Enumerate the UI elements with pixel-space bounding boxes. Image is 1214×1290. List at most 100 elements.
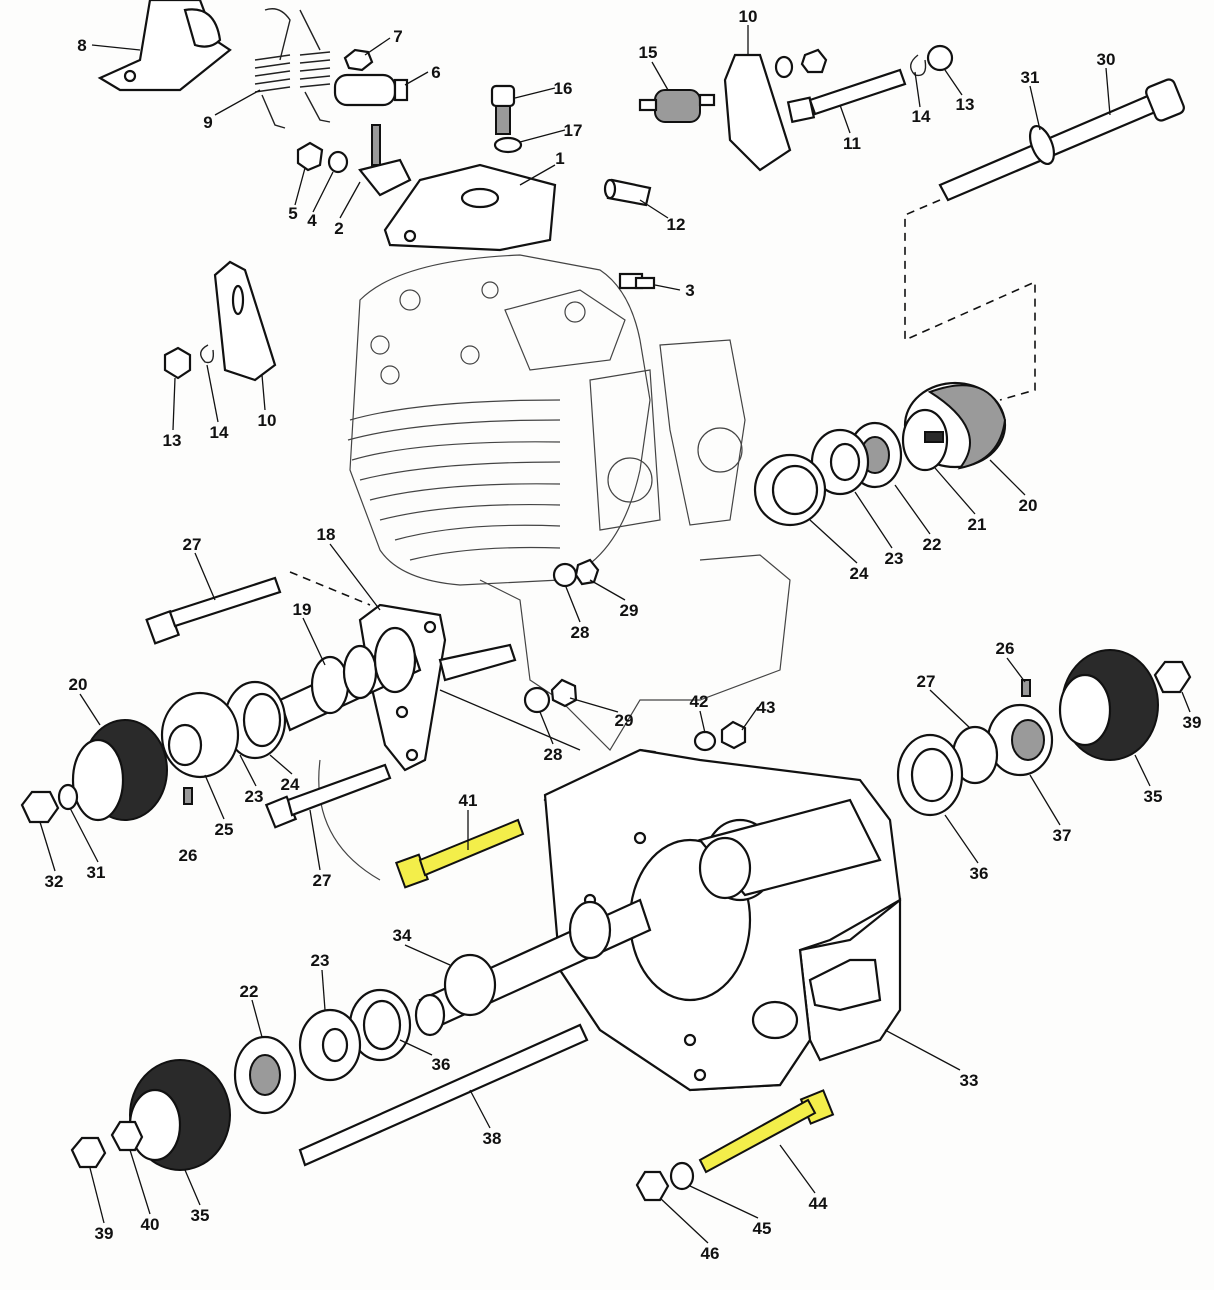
label: 15 [639,43,658,62]
label: 28 [571,623,590,642]
part-24-cup [753,453,827,527]
dashed-alignment-line-left [289,571,371,606]
label: 22 [923,535,942,554]
label: 21 [968,515,987,534]
label: 26 [179,846,198,865]
part-30-long-bolt [938,78,1185,202]
part-12-spacer [603,178,652,207]
label: 2 [334,219,343,238]
part-8-bracket [97,0,232,92]
part-42-washer [693,730,717,752]
label: 24 [850,564,869,583]
part-26-grub-screw [183,787,193,805]
part-10-plate-top [723,53,792,172]
part-34-pivot-shaft [414,898,652,1037]
label: 23 [245,787,264,806]
part-3-screw [618,272,656,290]
part-13-nut [926,44,954,72]
label: 27 [917,672,936,691]
label: 31 [1021,68,1040,87]
label: 35 [1144,787,1163,806]
part-6-pin [333,73,409,107]
label: 10 [258,411,277,430]
label: 42 [690,692,709,711]
part-36-seal-lower [348,988,412,1062]
nut [800,48,828,74]
part-22-bearing-lower [233,1035,297,1115]
label: 34 [393,926,412,945]
label: 36 [432,1055,451,1074]
label: 33 [960,1071,979,1090]
label: 38 [483,1129,502,1148]
part-15-rubber-mount [638,89,716,123]
part-27-bolt-upper [145,576,282,645]
label: 3 [685,281,694,300]
part-33-swing-arm-bracket [543,748,902,1092]
part-23-washer-lower [298,1008,362,1082]
label: 1 [555,149,564,168]
label: 20 [1019,496,1038,515]
part-23-25-seal-left [160,691,240,779]
label: 19 [293,600,312,619]
engine-cylinder-head [318,254,791,881]
part-32-nut [20,790,60,824]
label: 7 [393,27,402,46]
label: 45 [753,1219,772,1238]
label: 23 [311,951,330,970]
label: 12 [667,215,686,234]
part-45-washer [669,1161,695,1191]
part-19-stem [278,626,517,732]
label: 23 [885,549,904,568]
part-39-nut-right [1153,660,1192,694]
label: 29 [620,601,639,620]
label: 6 [431,63,440,82]
label: 39 [95,1224,114,1243]
label: 36 [970,864,989,883]
label: 31 [87,863,106,882]
part-43-nut [720,720,747,750]
label: 43 [757,698,776,717]
part-4-washer [327,150,349,174]
part-26-grub-screw-right [1021,679,1031,697]
label: 29 [615,711,634,730]
part-14-circlip [910,54,927,77]
label: 46 [701,1244,720,1263]
part-1-bracket [383,163,557,252]
part-40-nut [110,1120,144,1152]
part-31-washer [57,783,79,811]
label: 8 [77,36,86,55]
part-27-bolt-lower [264,763,392,829]
part-16-screw [490,84,516,135]
label: 10 [739,7,758,26]
label: 14 [912,107,931,126]
washer [774,55,794,79]
label: 22 [240,982,259,1001]
label: 25 [215,820,234,839]
part-11-bolt [786,68,907,124]
label: 27 [183,535,202,554]
part-21-circlip [901,408,949,472]
label: 32 [45,872,64,891]
leader-lines [39,25,1191,1244]
label: 16 [554,79,573,98]
label: 41 [459,791,478,810]
label: 13 [956,95,975,114]
label: 39 [1183,713,1202,732]
part-17-washer [493,136,523,154]
label: 17 [564,121,583,140]
part-35-bearing-cup-lower [128,1059,231,1171]
label: 18 [317,525,336,544]
part-13-nut-left [163,346,192,380]
label: 5 [288,204,297,223]
label: 4 [307,211,317,230]
part-46-nut [635,1170,670,1202]
part-44-bolt-highlighted [698,1089,835,1174]
part-10-plate-left [213,260,277,382]
label: 44 [809,1194,828,1213]
label: 11 [843,134,861,153]
part-37-cup [986,703,1054,777]
label: 20 [69,675,88,694]
part-35-bearing-cup-right [1058,649,1159,761]
